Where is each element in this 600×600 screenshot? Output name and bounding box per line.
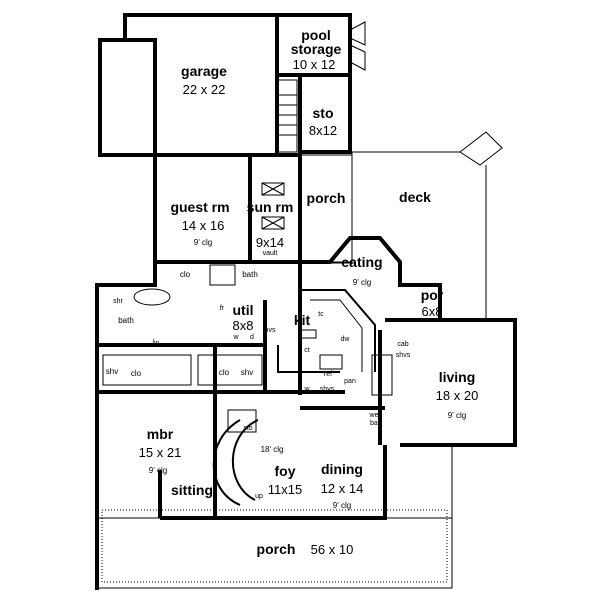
por-size: 6x8 bbox=[422, 304, 443, 319]
master-bath-label: bath bbox=[118, 316, 134, 325]
rear-porch-outline bbox=[299, 154, 353, 263]
foy-label: foy bbox=[275, 463, 296, 479]
lin-label: lin bbox=[152, 340, 159, 347]
front-porch-outline bbox=[96, 445, 453, 589]
pool-storage-label-2: storage bbox=[291, 41, 342, 57]
skylights bbox=[261, 182, 285, 230]
stair-sto-label: sto bbox=[243, 425, 252, 432]
closet-shelves bbox=[102, 264, 263, 386]
shr-label: shr bbox=[113, 298, 123, 305]
sun-rm-ceiling: vault bbox=[263, 250, 278, 257]
mbr-size: 15 x 21 bbox=[139, 445, 182, 460]
eating-label: eating bbox=[341, 254, 382, 270]
living-label: living bbox=[439, 369, 476, 385]
dining-ceiling: 9' clg bbox=[333, 501, 351, 510]
garage-size: 22 x 22 bbox=[183, 82, 226, 97]
dining-size: 12 x 14 bbox=[321, 481, 364, 496]
pool-storage-label: pool bbox=[301, 27, 331, 43]
front-porch-size: 56 x 10 bbox=[311, 542, 354, 557]
wet-bar-label-2: bar bbox=[370, 420, 381, 427]
por-label: por bbox=[421, 287, 444, 303]
cab-label: cab bbox=[397, 341, 408, 348]
laundry-w-label: w bbox=[303, 386, 310, 393]
deck-label: deck bbox=[399, 189, 431, 205]
pool-storage-size: 10 x 12 bbox=[293, 57, 336, 72]
stair-up-label: up bbox=[255, 493, 263, 500]
kit-label: kit bbox=[294, 312, 311, 328]
mbr-ceiling: 9' clg bbox=[149, 466, 167, 475]
mbr-label: mbr bbox=[147, 426, 174, 442]
clo-left-label: clo bbox=[131, 369, 142, 378]
kitchen-shvs-label: shvs bbox=[396, 352, 411, 359]
sto-label: sto bbox=[313, 105, 334, 121]
sun-rm-label: sun rm bbox=[247, 199, 294, 215]
dining-label: dining bbox=[321, 461, 363, 477]
guest-clo-label: clo bbox=[180, 270, 191, 279]
util-label: util bbox=[233, 302, 254, 318]
garage-label: garage bbox=[181, 63, 227, 79]
dw-label: dw bbox=[341, 336, 351, 343]
d-label: d bbox=[250, 334, 254, 341]
guest-rm-label: guest rm bbox=[170, 199, 229, 215]
ovs-label: ovs bbox=[265, 327, 276, 334]
kitchen-counters bbox=[277, 289, 393, 396]
garage-stairs bbox=[276, 79, 298, 153]
living-size: 18 x 20 bbox=[436, 388, 479, 403]
guest-rm-ceiling: 9' clg bbox=[194, 238, 212, 247]
hall-shvs-label: shvs bbox=[320, 386, 335, 393]
tc-label: tc bbox=[318, 311, 324, 318]
living-ceiling: 9' clg bbox=[448, 411, 466, 420]
sto-size: 8x12 bbox=[309, 123, 337, 138]
ct-label: ct bbox=[304, 347, 310, 354]
guest-rm-size: 14 x 16 bbox=[182, 218, 225, 233]
eating-ceiling: 9' clg bbox=[353, 278, 371, 287]
rear-porch-label: porch bbox=[307, 190, 346, 206]
wet-bar-label: wet bbox=[369, 412, 381, 419]
pan-label: pan bbox=[344, 378, 356, 385]
fr-label: fr bbox=[220, 305, 225, 312]
w-label: w bbox=[232, 334, 239, 341]
foy-ceiling: 18' clg bbox=[261, 445, 284, 454]
foyer-stairs bbox=[212, 409, 259, 506]
shv-left-label: shv bbox=[106, 367, 118, 376]
util-size: 8x8 bbox=[233, 318, 254, 333]
ref-label: ref bbox=[324, 371, 332, 378]
sun-rm-size: 9x14 bbox=[256, 235, 284, 250]
sitting-label: sitting bbox=[171, 482, 213, 498]
foy-size: 11x15 bbox=[268, 482, 302, 497]
shv-right-label: shv bbox=[241, 368, 253, 377]
guest-bath-label: bath bbox=[242, 270, 258, 279]
front-porch-label: porch bbox=[257, 541, 296, 557]
clo-right-label: clo bbox=[219, 368, 230, 377]
